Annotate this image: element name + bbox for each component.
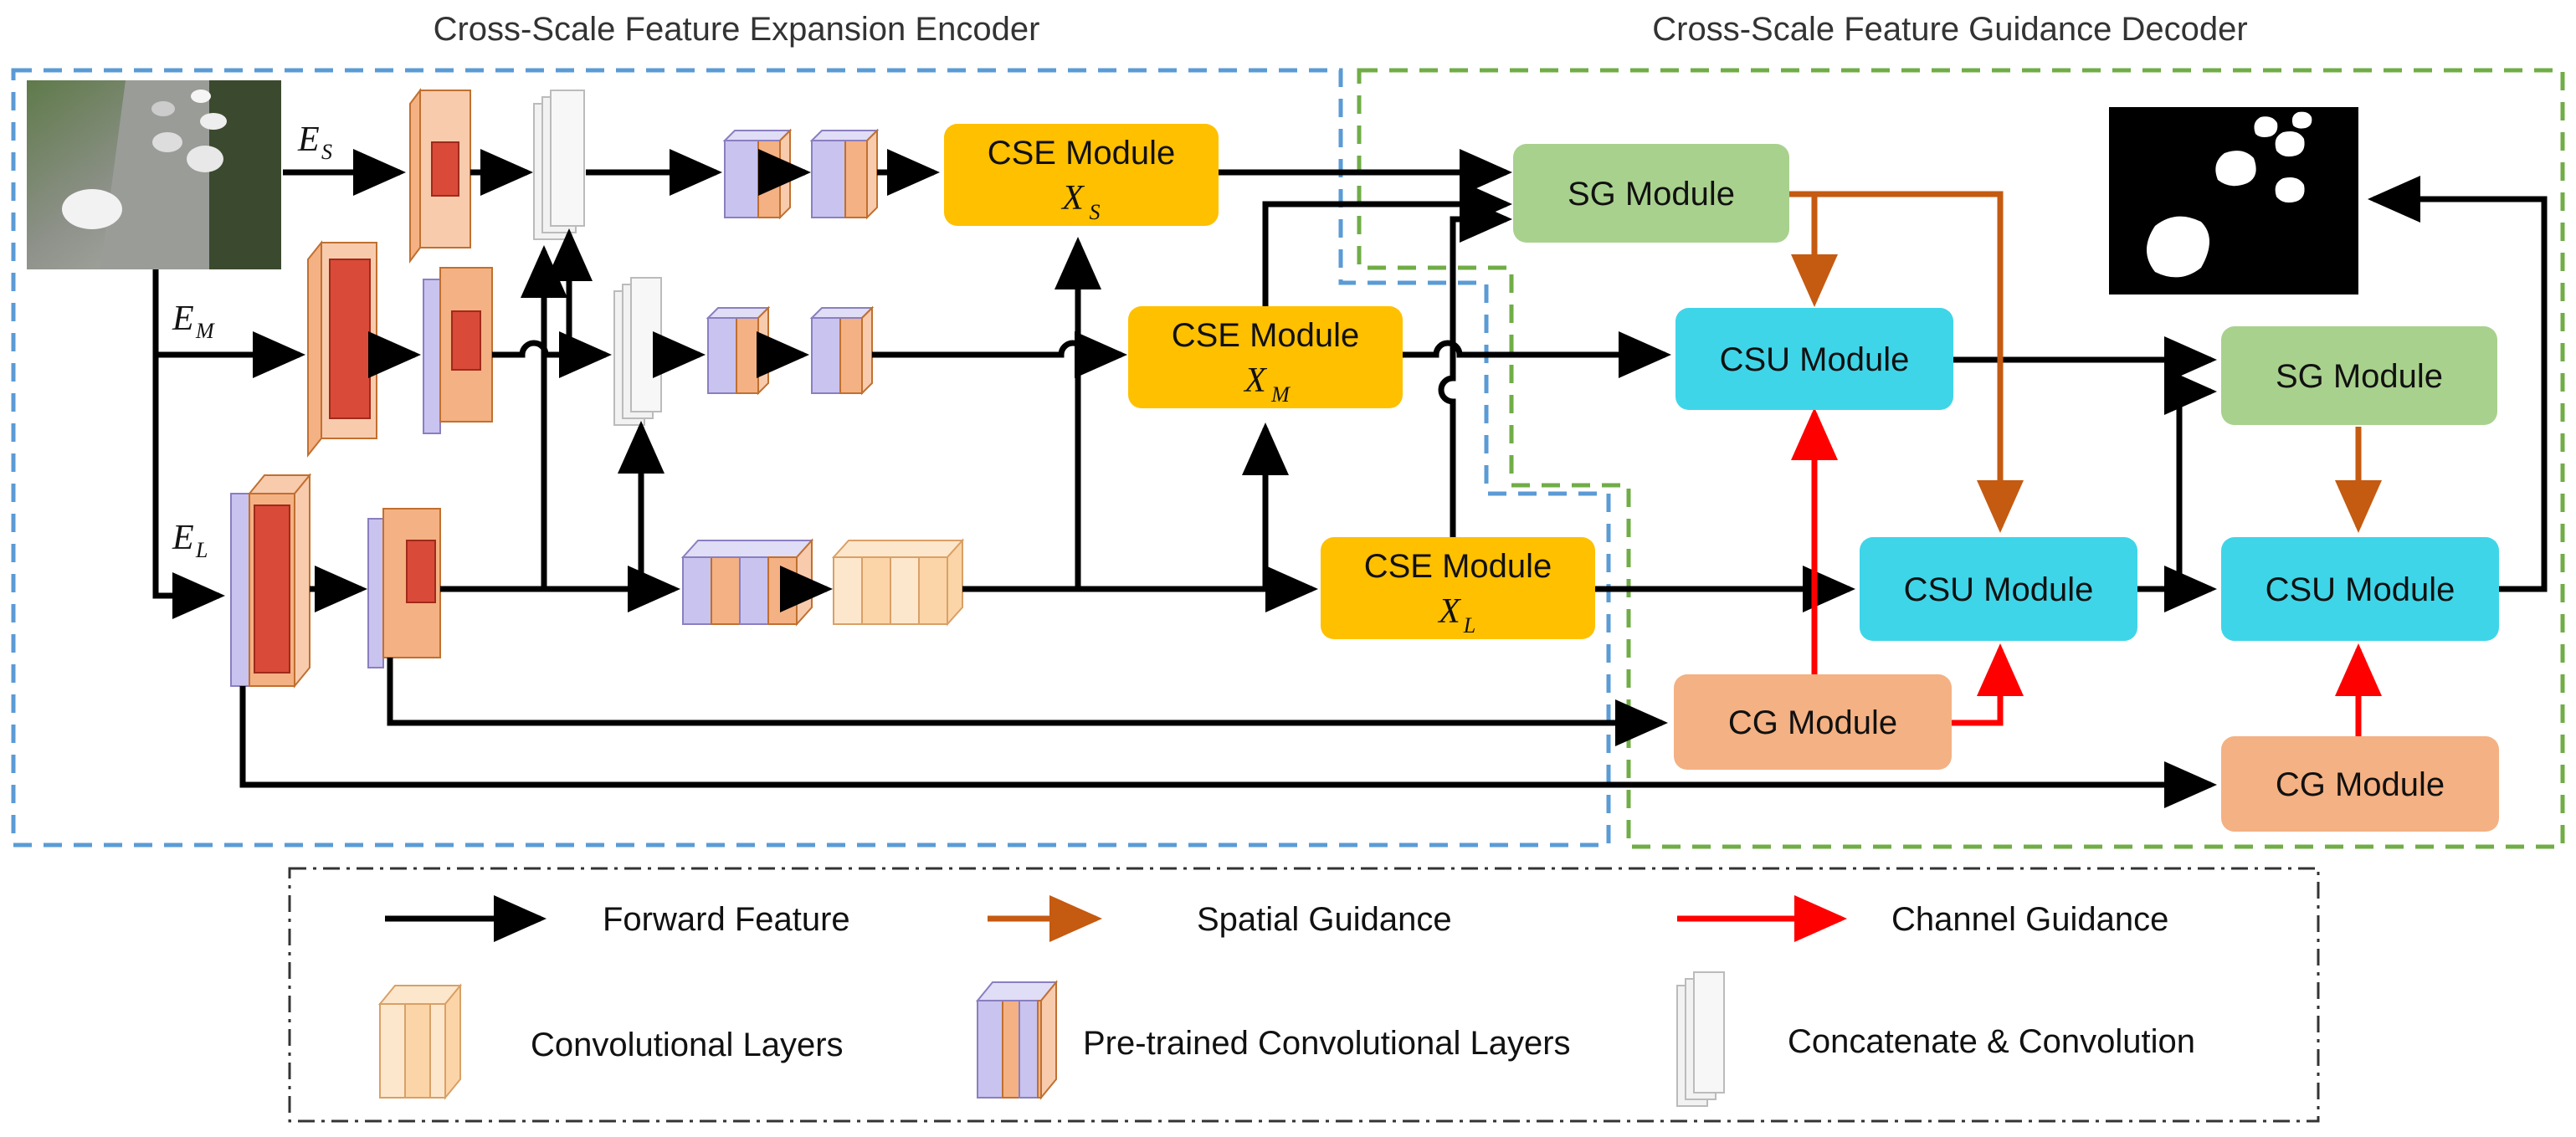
cse-m-sub: M	[1270, 382, 1291, 407]
legend-forward-label: Forward Feature	[603, 901, 850, 938]
cg-1-label: CG Module	[1728, 704, 1897, 741]
output-mask	[2109, 107, 2358, 294]
cse-m-title: CSE Module	[1172, 317, 1360, 354]
pretrained-block-l1	[367, 508, 441, 668]
cse-module-l: CSE Module X L	[1321, 537, 1595, 639]
em-label: E	[172, 300, 194, 338]
legend: Forward Feature Spatial Guidance Channel…	[288, 867, 2320, 1123]
csu-2-label: CSU Module	[1904, 571, 2094, 608]
cg-module-2: CG Module	[2221, 736, 2499, 832]
sg-module-1: SG Module	[1513, 144, 1789, 243]
cse-l-title: CSE Module	[1364, 548, 1552, 585]
pretrained-block-m2	[706, 305, 771, 396]
encoder-title: Cross-Scale Feature Expansion Encoder	[434, 11, 1040, 48]
cse-s-sub: S	[1090, 200, 1101, 224]
forward-arrows	[152, 149, 2548, 808]
cg-2-label: CG Module	[2276, 766, 2445, 803]
es-label: E	[297, 120, 320, 159]
conv-block-s1	[409, 88, 471, 264]
sg-2-label: SG Module	[2276, 358, 2443, 395]
decoder-title: Cross-Scale Feature Guidance Decoder	[1652, 11, 2247, 48]
cse-l-sub: L	[1463, 613, 1475, 638]
pretrained-block-s1	[722, 128, 793, 220]
concat-block-s	[533, 90, 585, 240]
sg-1-label: SG Module	[1568, 176, 1735, 213]
pretrained-block-s2	[809, 128, 880, 220]
pretrained-block-l2	[680, 538, 814, 627]
conv-block-m1	[307, 240, 377, 458]
cg-module-1: CG Module	[1674, 674, 1952, 770]
pretrained-block-m3	[809, 305, 875, 396]
concat-block-m	[613, 277, 662, 426]
legend-spatial-label: Spatial Guidance	[1197, 901, 1452, 938]
el-sub: L	[195, 538, 208, 562]
legend-conv-icon	[377, 983, 463, 1100]
cse-module-s: CSE Module X S	[944, 124, 1219, 226]
csu-module-1: CSU Module	[1675, 308, 1953, 410]
cse-l-var: X	[1437, 592, 1462, 631]
spatial-arrows	[1789, 191, 2382, 533]
csu-module-3: CSU Module	[2221, 537, 2499, 641]
legend-pretrained-icon	[975, 980, 1059, 1100]
csu-1-label: CSU Module	[1720, 341, 1910, 378]
cse-module-m: CSE Module X M	[1128, 306, 1403, 408]
input-labels: E S E M E L	[172, 120, 332, 562]
pretrained-block-m1	[423, 267, 493, 434]
csu-3-label: CSU Module	[2266, 571, 2455, 608]
cse-m-var: X	[1243, 361, 1268, 400]
legend-concat-label: Concatenate & Convolution	[1788, 1023, 2195, 1060]
channel-arrows	[1791, 407, 2382, 736]
legend-channel-label: Channel Guidance	[1891, 901, 2168, 938]
legend-concat-icon	[1676, 971, 1725, 1107]
conv-block-l1	[230, 473, 312, 689]
em-sub: M	[195, 319, 215, 343]
cse-s-var: X	[1060, 179, 1085, 218]
es-sub: S	[321, 140, 332, 164]
encoder-border	[11, 68, 1611, 848]
input-image	[27, 80, 281, 269]
conv-block-l2	[831, 538, 965, 627]
csu-module-2: CSU Module	[1860, 537, 2137, 641]
legend-pretrained-label: Pre-trained Convolutional Layers	[1083, 1025, 1571, 1062]
decoder-border	[1357, 68, 2565, 849]
el-label: E	[172, 519, 194, 557]
legend-conv-label: Convolutional Layers	[531, 1027, 844, 1063]
cse-s-title: CSE Module	[988, 135, 1176, 172]
sg-module-2: SG Module	[2221, 326, 2497, 425]
